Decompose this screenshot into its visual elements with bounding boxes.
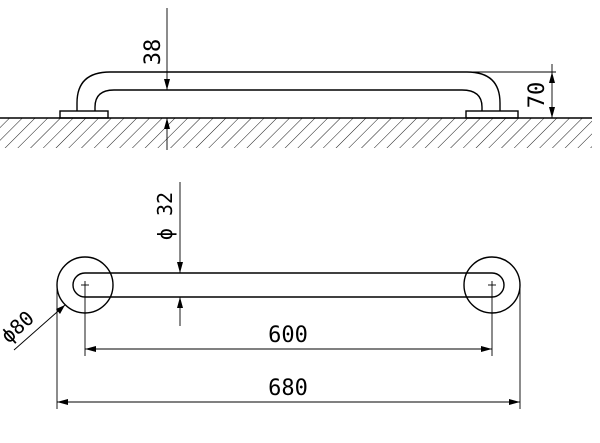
dimension-flange-diameter: ϕ80 (0, 304, 66, 351)
dimension-tube-offset: 38 (141, 8, 170, 150)
right-flange-side (465, 110, 519, 119)
dimension-phi32-label: ϕ 32 (153, 192, 177, 240)
dimension-height: 70 (467, 64, 556, 118)
dimension-overall-length: 680 (56, 285, 521, 409)
dimension-tube-diameter: ϕ 32 (153, 182, 183, 326)
dimension-38-label: 38 (141, 39, 166, 66)
bar-front-outline (72, 272, 505, 298)
bar-inner-contour (94, 89, 483, 111)
wall-hatching (0, 118, 592, 148)
dimension-70-label: 70 (525, 82, 550, 109)
front-view: ϕ 32 ϕ80 600 680 (0, 182, 521, 409)
dimension-center-distance: 600 (84, 289, 493, 356)
bar-outer-contour (76, 71, 501, 111)
dimension-680-label: 680 (268, 376, 308, 401)
left-screw-mark (81, 281, 89, 289)
dimension-phi80-label: ϕ80 (0, 306, 39, 348)
dimension-600-label: 600 (268, 323, 308, 348)
left-flange-side (59, 110, 109, 119)
side-view: 38 70 (0, 8, 592, 150)
right-screw-mark (488, 281, 496, 289)
